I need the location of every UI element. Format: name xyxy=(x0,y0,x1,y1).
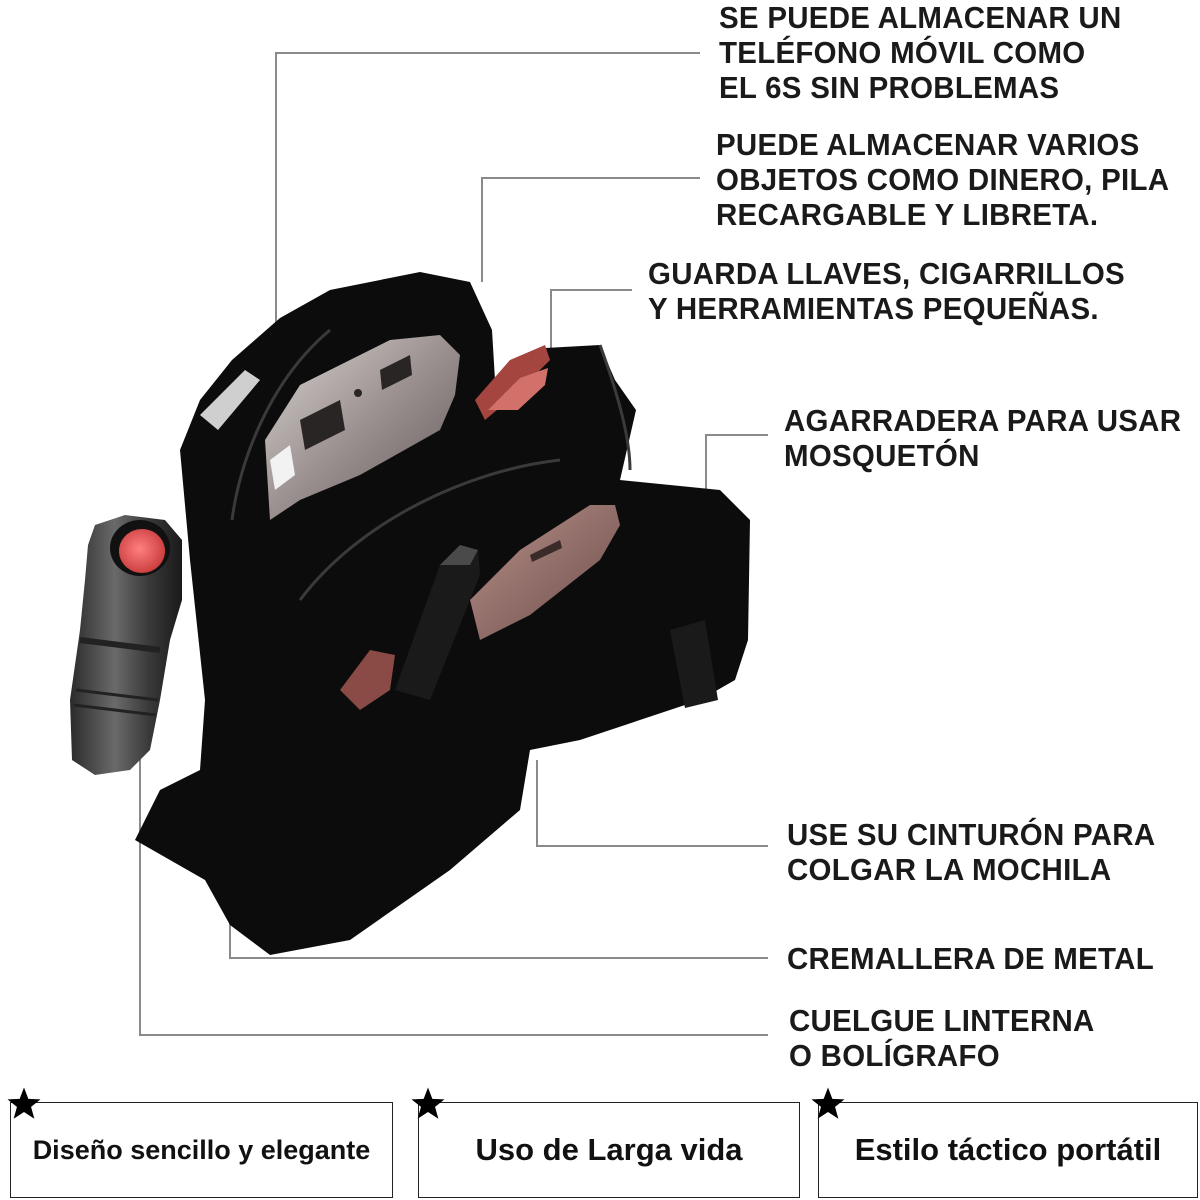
callout-line: SE PUEDE ALMACENAR UN xyxy=(719,0,1122,35)
feature-box-durability: Uso de Larga vida xyxy=(418,1102,800,1198)
callout-keys-storage: GUARDA LLAVES, CIGARRILLOS Y HERRAMIENTA… xyxy=(648,256,1125,326)
callout-line: AGARRADERA PARA USAR xyxy=(784,403,1182,438)
pen xyxy=(395,545,480,700)
feature-label: Uso de Larga vida xyxy=(475,1132,743,1167)
callout-items-storage: PUEDE ALMACENAR VARIOS OBJETOS COMO DINE… xyxy=(716,127,1169,232)
power-bank xyxy=(265,335,460,520)
callout-line: EL 6S SIN PROBLEMAS xyxy=(719,70,1060,105)
callout-line: COLGAR LA MOCHILA xyxy=(787,852,1112,887)
callout-line: O BOLÍGRAFO xyxy=(789,1038,1000,1073)
callout-carabiner-handle: AGARRADERA PARA USAR MOSQUETÓN xyxy=(784,403,1181,473)
star-icon xyxy=(411,1087,445,1119)
callout-line: MOSQUETÓN xyxy=(784,438,980,473)
callout-line: USE SU CINTURÓN PARA xyxy=(787,817,1156,852)
callout-line: CUELGUE LINTERNA xyxy=(789,1003,1095,1038)
callout-line: TELÉFONO MÓVIL COMO xyxy=(719,35,1086,70)
callout-phone-storage: SE PUEDE ALMACENAR UN TELÉFONO MÓVIL COM… xyxy=(719,0,1122,105)
flashlight xyxy=(70,515,182,775)
star-icon xyxy=(811,1087,845,1119)
callout-belt: USE SU CINTURÓN PARA COLGAR LA MOCHILA xyxy=(787,817,1155,887)
callout-line: PUEDE ALMACENAR VARIOS xyxy=(716,127,1140,162)
feature-box-design: Diseño sencillo y elegante xyxy=(10,1102,393,1198)
star-icon xyxy=(7,1087,41,1119)
callout-flashlight-pen: CUELGUE LINTERNA O BOLÍGRAFO xyxy=(789,1003,1095,1073)
feature-label: Diseño sencillo y elegante xyxy=(32,1134,371,1165)
callout-metal-zipper: CREMALLERA DE METAL xyxy=(787,941,1154,976)
callout-line: GUARDA LLAVES, CIGARRILLOS xyxy=(648,256,1125,291)
callout-line: Y HERRAMIENTAS PEQUEÑAS. xyxy=(648,291,1099,326)
callout-line: CREMALLERA DE METAL xyxy=(787,941,1154,976)
callout-line: RECARGABLE Y LIBRETA. xyxy=(716,197,1099,232)
feature-label: Estilo táctico portátil xyxy=(854,1132,1162,1167)
callout-line: OBJETOS COMO DINERO, PILA xyxy=(716,162,1170,197)
phone-front xyxy=(470,505,620,640)
feature-box-tactical: Estilo táctico portátil xyxy=(818,1102,1198,1198)
